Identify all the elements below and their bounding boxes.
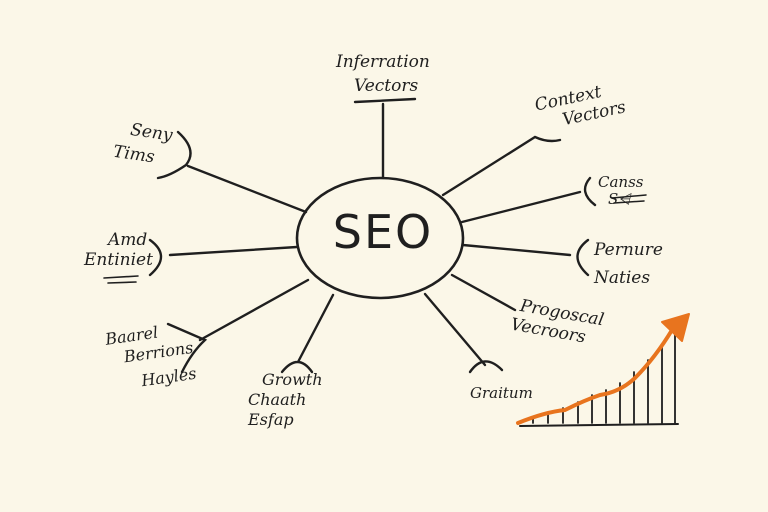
node-left-low: Baarel Berrions Hayles xyxy=(104,318,198,395)
center-label: SEO xyxy=(332,205,434,259)
node-label-line: Vectors xyxy=(354,76,419,96)
growth-chart-bars xyxy=(532,329,676,424)
branch-top xyxy=(353,97,417,180)
branch-left-mid xyxy=(148,238,299,277)
node-label-line: Canss xyxy=(598,173,644,191)
node-label-line: Entiniet xyxy=(84,250,153,270)
node-top-left: Seny Tims xyxy=(112,118,174,169)
node-right-1: Canss S⩤ xyxy=(598,174,643,208)
growth-chart xyxy=(516,313,690,427)
branch-top-right xyxy=(441,135,562,197)
node-label-line: Esfap xyxy=(248,410,294,429)
node-label-line: Pernure xyxy=(594,240,663,260)
scribble-left-mid xyxy=(103,275,139,284)
node-label-line: Growth xyxy=(262,370,323,389)
scribble-right-1 xyxy=(611,194,647,204)
node-label-line: Amd xyxy=(108,230,148,250)
growth-trend-line xyxy=(516,328,674,425)
node-bottom: Graitum xyxy=(470,383,533,403)
branch-right-2 xyxy=(461,238,590,277)
node-label-line: Inferration xyxy=(336,52,430,72)
branch-left-low xyxy=(166,278,310,374)
node-top: Inferration Vectors xyxy=(336,52,430,96)
center-ellipse xyxy=(295,176,465,300)
branch-bottom-left xyxy=(280,293,335,374)
growth-arrow-icon xyxy=(661,313,690,342)
node-left-mid: Amd Entiniet xyxy=(84,230,153,270)
node-label-line: Naties xyxy=(594,268,651,288)
branch-right-1 xyxy=(460,176,597,224)
branch-bottom-right xyxy=(450,273,517,312)
branch-bottom xyxy=(423,292,504,374)
node-label-line: Chaath xyxy=(248,390,307,409)
node-label-line: Graitum xyxy=(470,384,533,402)
growth-chart-baseline xyxy=(519,423,679,427)
branch-top-left xyxy=(156,130,308,214)
node-label-line: S⩤ xyxy=(608,190,631,208)
node-bottom-left: Growth Chaath Esfap xyxy=(248,370,323,430)
node-right-2: Pernure Naties xyxy=(594,240,663,288)
